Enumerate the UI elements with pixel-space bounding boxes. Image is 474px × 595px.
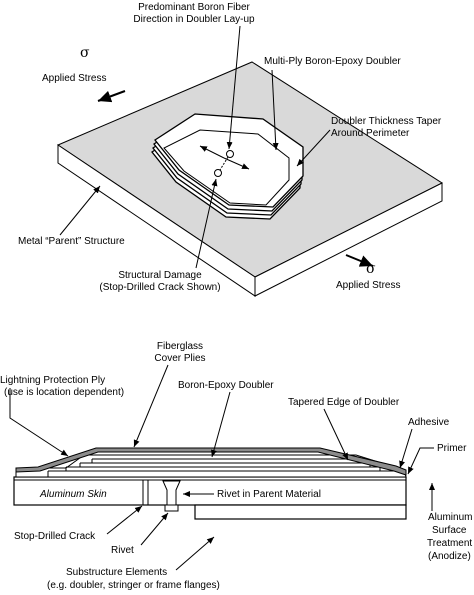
fiberglass-cover-plies — [15, 447, 407, 476]
doubler-leader — [271, 69, 279, 151]
primer-label: Primer — [437, 443, 467, 454]
substructure-label-1: Substructure Elements — [66, 567, 167, 578]
taper-label-1: Doubler Thickness Taper — [331, 116, 442, 127]
surface-treatment-label-2: Surface — [432, 525, 467, 536]
tapered-edge-label: Tapered Edge of Doubler — [288, 397, 400, 408]
lightning-leader — [9, 388, 69, 457]
cover-plies-leader — [133, 364, 169, 448]
stress-sigma-symbol: σ — [366, 261, 376, 277]
stop-drilled-crack — [214, 150, 234, 177]
applied-stress-bottom-right: σ Applied Stress — [336, 254, 400, 291]
taper-leader — [296, 129, 331, 167]
substructure-leader — [175, 536, 215, 571]
primer-leader — [407, 447, 434, 475]
stress-sigma-symbol: σ — [80, 45, 90, 61]
crack-label: Stop-Drilled Crack — [14, 531, 96, 542]
fiber-direction-label-1: Predominant Boron Fiber — [138, 2, 250, 13]
lightning-label-2: (use is location dependent) — [4, 387, 124, 398]
rivet-parent-label: Rivet in Parent Material — [217, 489, 321, 500]
applied-stress-label-left: Applied Stress — [42, 73, 106, 84]
rivet-label: Rivet — [111, 545, 134, 556]
cover-plies-label-1: Fiberglass — [157, 341, 203, 352]
parent-structure-label: Metal “Parent” Structure — [18, 236, 125, 247]
substructure-element — [194, 504, 407, 520]
cover-plies-label-2: Cover Plies — [154, 353, 205, 364]
rivet-leader — [140, 512, 169, 546]
adhesive-label: Adhesive — [408, 417, 450, 428]
cross-section — [13, 447, 407, 520]
fiber-direction-leader — [226, 25, 241, 150]
crack-leader — [106, 505, 143, 535]
substructure-label-2: (e.g. doubler, stringer or frame flanges… — [47, 580, 220, 591]
doubler-label: Multi-Ply Boron-Epoxy Doubler — [264, 56, 401, 67]
surface-treatment-label-4: (Anodize) — [428, 551, 471, 562]
damage-leader — [195, 178, 218, 269]
lightning-label-1: Lightning Protection Ply — [0, 375, 105, 386]
applied-stress-label-right: Applied Stress — [336, 280, 400, 291]
boron-doubler-label: Boron-Epoxy Doubler — [178, 380, 274, 391]
parent-structure-leader — [59, 185, 101, 236]
boron-doubler-leader — [210, 391, 231, 458]
aluminum-skin-label: Aluminum Skin — [39, 489, 107, 500]
damage-label-1: Structural Damage — [118, 270, 202, 281]
damage-label-2: (Stop-Drilled Crack Shown) — [99, 282, 220, 293]
fiber-direction-label-2: Direction in Doubler Lay-up — [133, 14, 255, 25]
applied-stress-top-left: σ Applied Stress — [42, 45, 126, 103]
tapered-edge-leader — [323, 408, 349, 461]
aluminum-skin — [13, 476, 407, 506]
surface-treatment-label-1: Aluminum — [428, 512, 472, 523]
surface-treatment-label-3: Treatment — [427, 538, 472, 549]
taper-label-2: Around Perimeter — [331, 128, 410, 139]
fiber-direction-arrows — [199, 145, 250, 170]
adhesive-leader — [399, 428, 413, 469]
